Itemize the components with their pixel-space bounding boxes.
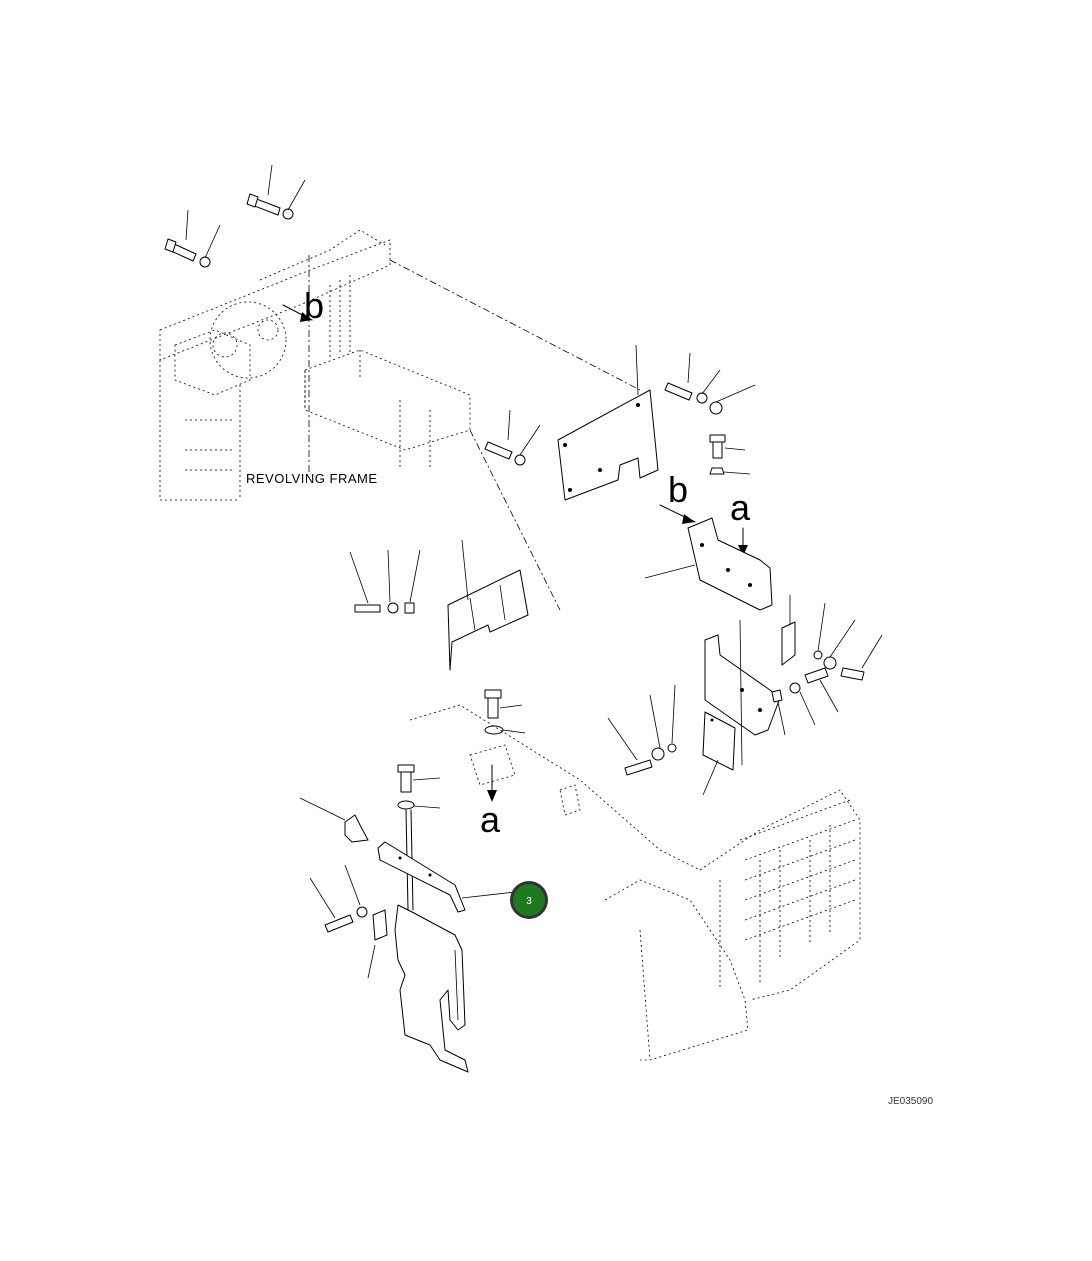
machine-body xyxy=(409,704,861,1061)
lower-left-bracket xyxy=(299,797,369,843)
frame-bolt-1 xyxy=(246,164,306,220)
lower-left-small-block xyxy=(367,909,388,979)
callout-leader xyxy=(461,891,516,899)
cover-arrow-b xyxy=(659,504,696,524)
lower-right-bolt xyxy=(607,684,677,776)
upper-right-cover xyxy=(557,344,659,501)
frame-bolt-2 xyxy=(164,209,221,268)
left-cover-plate xyxy=(447,539,529,671)
upper-right-bolt-2 xyxy=(709,434,751,475)
lower-arrow-a xyxy=(487,764,497,802)
middle-right-bolts xyxy=(771,602,883,736)
arrow-label-a-upper: a xyxy=(730,487,751,528)
callout-number: 3 xyxy=(526,896,532,907)
upper-right-bolt-1 xyxy=(664,352,756,415)
arrow-label-b-lower: b xyxy=(668,469,688,510)
mid-bolt-1 xyxy=(484,409,541,466)
callout-fill xyxy=(513,884,545,916)
lower-left-bolt xyxy=(309,864,368,933)
revolving-frame xyxy=(159,229,641,611)
revolving-frame-label: REVOLVING FRAME xyxy=(246,471,378,486)
center-bolts xyxy=(397,689,526,911)
right-bracket xyxy=(644,517,773,611)
frame-arrow-b xyxy=(282,304,313,322)
middle-right-bracket xyxy=(704,595,796,766)
cover-arrow-a xyxy=(738,527,748,556)
arrow-label-a-lower: a xyxy=(480,799,501,840)
right-small-plate xyxy=(702,711,736,796)
lower-left-rail xyxy=(377,841,466,913)
drawing-code: JE035090 xyxy=(888,1096,933,1107)
arrow-label-b-upper: b xyxy=(304,285,324,326)
lower-left-panel xyxy=(394,904,469,1073)
left-cover-bolt xyxy=(349,549,421,614)
callout-3[interactable]: 3 xyxy=(510,881,548,919)
